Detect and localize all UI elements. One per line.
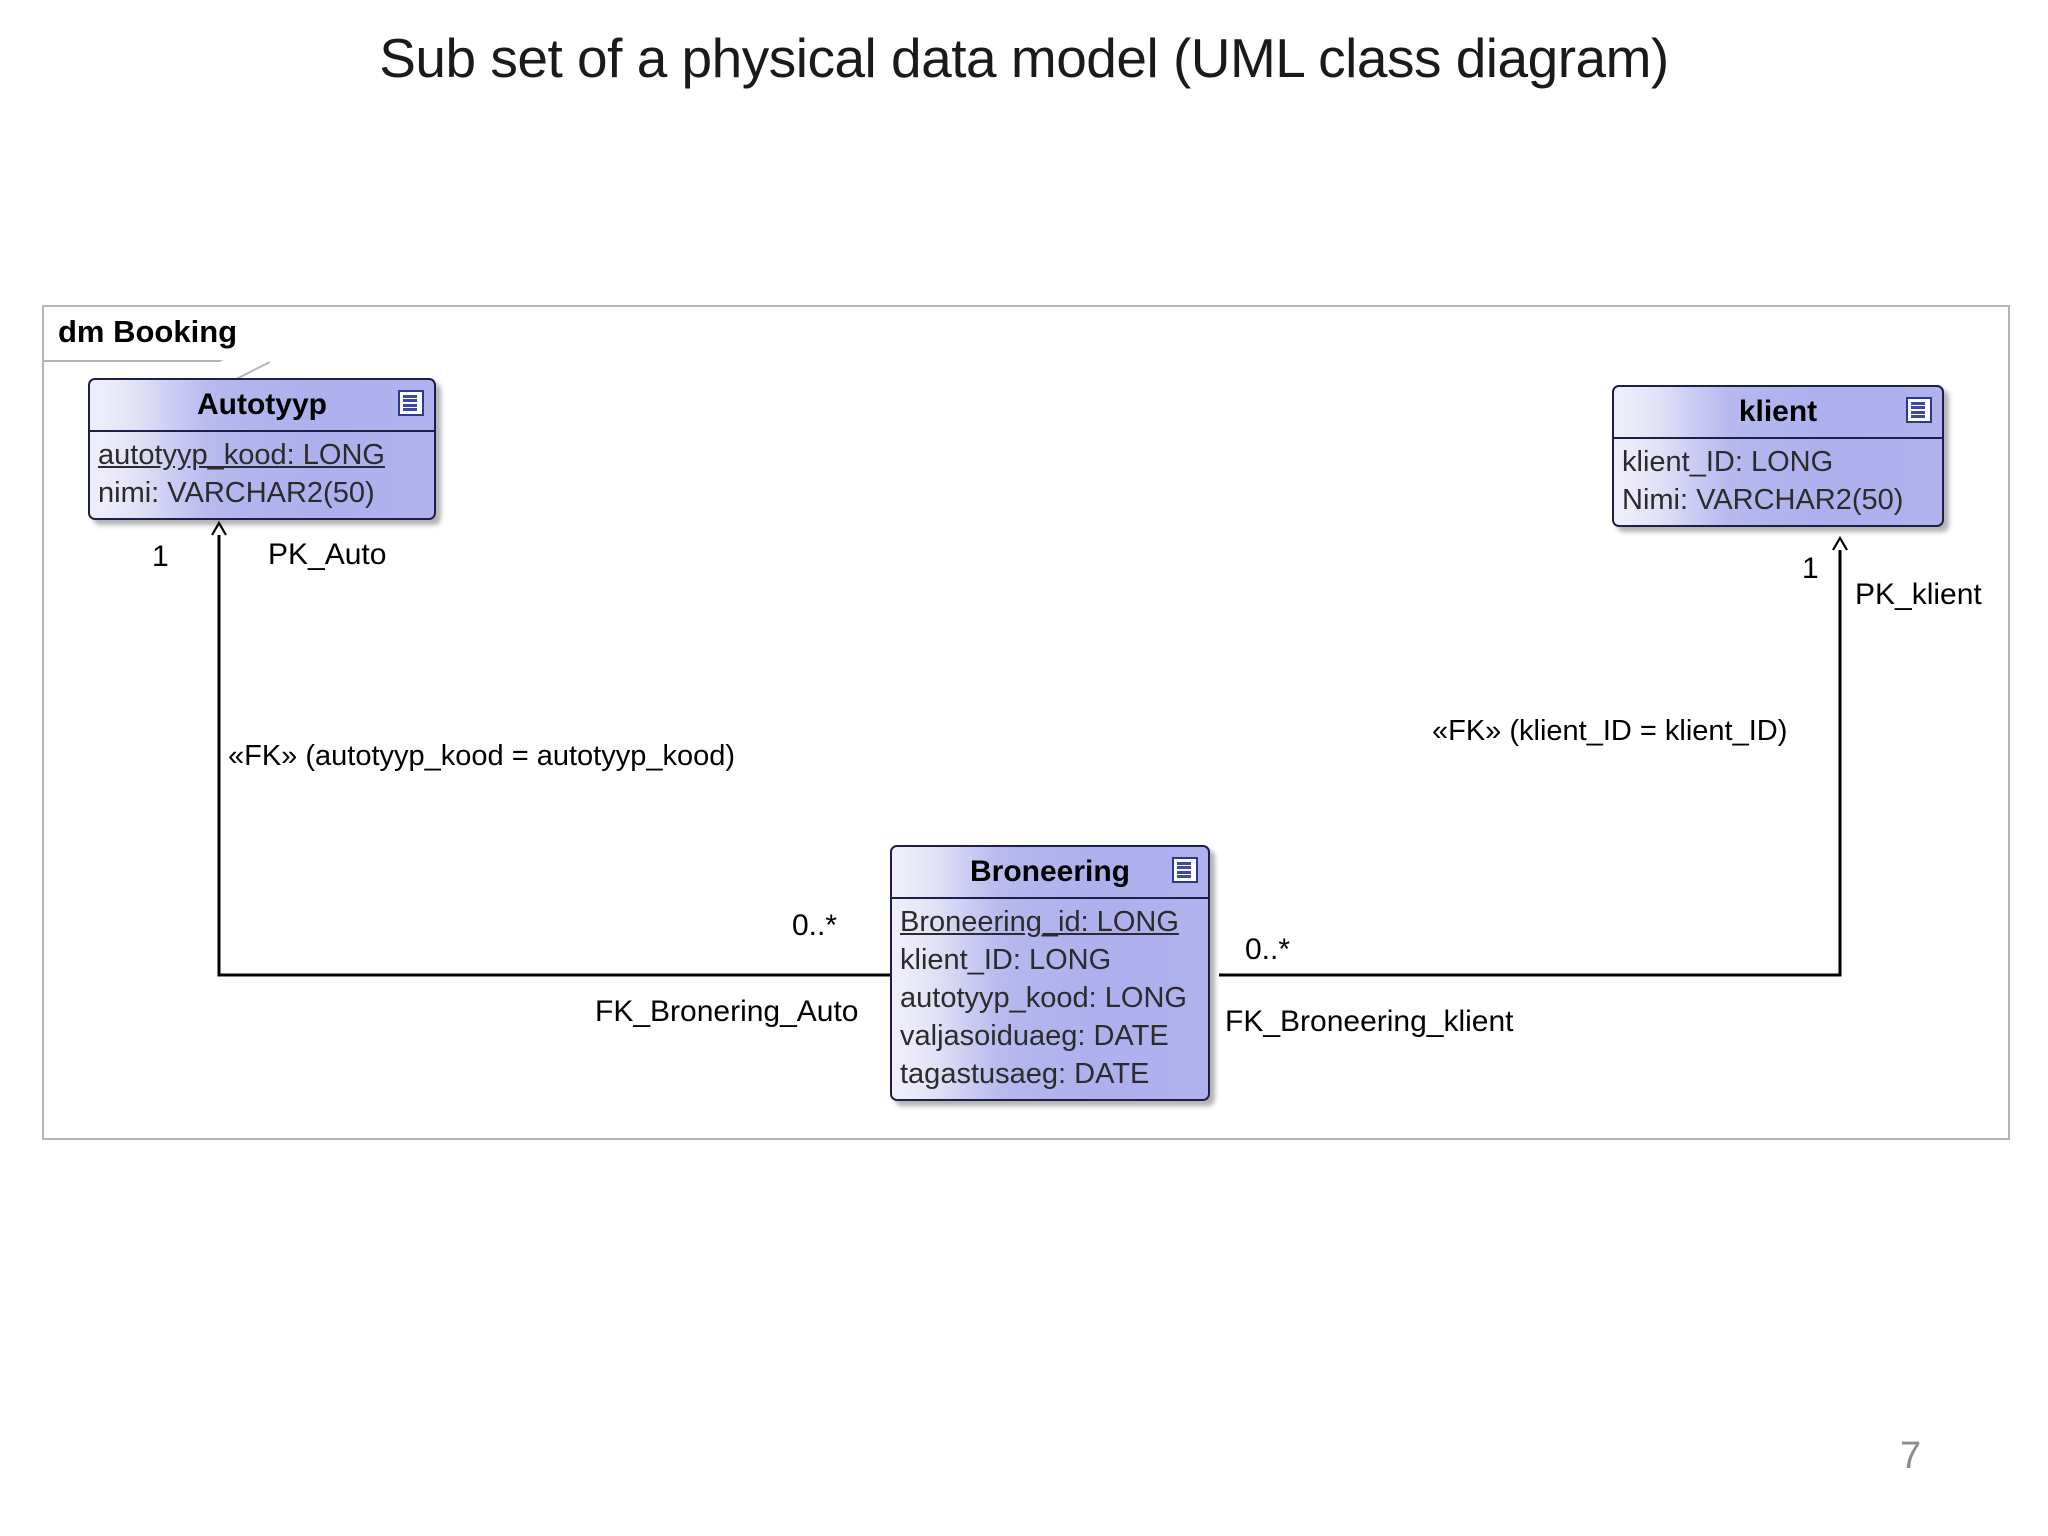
class-attributes-klient: klient_ID: LONG Nimi: VARCHAR2(50): [1614, 439, 1942, 525]
page-number: 7: [1900, 1435, 1922, 1477]
fk-expression-bronering-auto: «FK» (autotyyp_kood = autotyyp_kood): [228, 740, 736, 772]
attribute-row: tagastusaeg: DATE: [900, 1058, 1150, 1090]
uml-class-autotyyp[interactable]: Autotyyp autotyyp_kood: LONG nimi: VARCH…: [88, 378, 436, 520]
frame-label: dm Booking: [58, 314, 238, 349]
fk-expression-broneering-klient: «FK» (klient_ID = klient_ID): [1432, 715, 1788, 747]
multiplicity-broneering-auto-end: 0..*: [792, 909, 838, 942]
attribute-row: autotyyp_kood: LONG: [900, 982, 1187, 1014]
class-name-broneering: Broneering: [969, 855, 1131, 888]
class-header-autotyyp: Autotyyp: [90, 380, 434, 432]
attribute-row: klient_ID: LONG: [900, 944, 1112, 976]
page-title: Sub set of a physical data model (UML cl…: [379, 27, 1669, 89]
attribute-row: valjasoiduaeg: DATE: [900, 1020, 1169, 1052]
association-name-fk-broneering-klient: FK_Broneering_klient: [1225, 1005, 1514, 1038]
attribute-row: Broneering_id: LONG: [900, 906, 1179, 938]
multiplicity-broneering-klient-end: 0..*: [1245, 933, 1291, 966]
frame-tab-shape: [42, 305, 270, 362]
class-attributes-autotyyp: autotyyp_kood: LONG nimi: VARCHAR2(50): [90, 432, 434, 518]
multiplicity-autotyyp-end: 1: [152, 540, 169, 573]
multiplicity-klient-end: 1: [1802, 552, 1819, 585]
class-name-klient: klient: [1738, 395, 1818, 428]
frame-tab: dm Booking: [42, 305, 270, 388]
table-icon: [1906, 397, 1932, 423]
class-header-broneering: Broneering: [892, 847, 1208, 899]
attribute-row: Nimi: VARCHAR2(50): [1622, 484, 1904, 516]
class-header-klient: klient: [1614, 387, 1942, 439]
constraint-label-pk-auto: PK_Auto: [268, 538, 387, 571]
uml-class-broneering[interactable]: Broneering Broneering_id: LONG klient_ID…: [890, 845, 1210, 1101]
table-icon: [1172, 857, 1198, 883]
class-attributes-broneering: Broneering_id: LONG klient_ID: LONG auto…: [892, 899, 1208, 1099]
attribute-row: autotyyp_kood: LONG: [98, 439, 385, 471]
table-icon: [398, 390, 424, 416]
constraint-label-pk-klient: PK_klient: [1855, 578, 1982, 611]
attribute-row: nimi: VARCHAR2(50): [98, 477, 375, 509]
class-name-autotyyp: Autotyyp: [197, 388, 327, 421]
association-name-fk-bronering-auto: FK_Bronering_Auto: [595, 995, 859, 1028]
uml-class-klient[interactable]: klient klient_ID: LONG Nimi: VARCHAR2(50…: [1612, 385, 1944, 527]
attribute-row: klient_ID: LONG: [1622, 446, 1834, 478]
diagram-frame: [42, 305, 2010, 1140]
